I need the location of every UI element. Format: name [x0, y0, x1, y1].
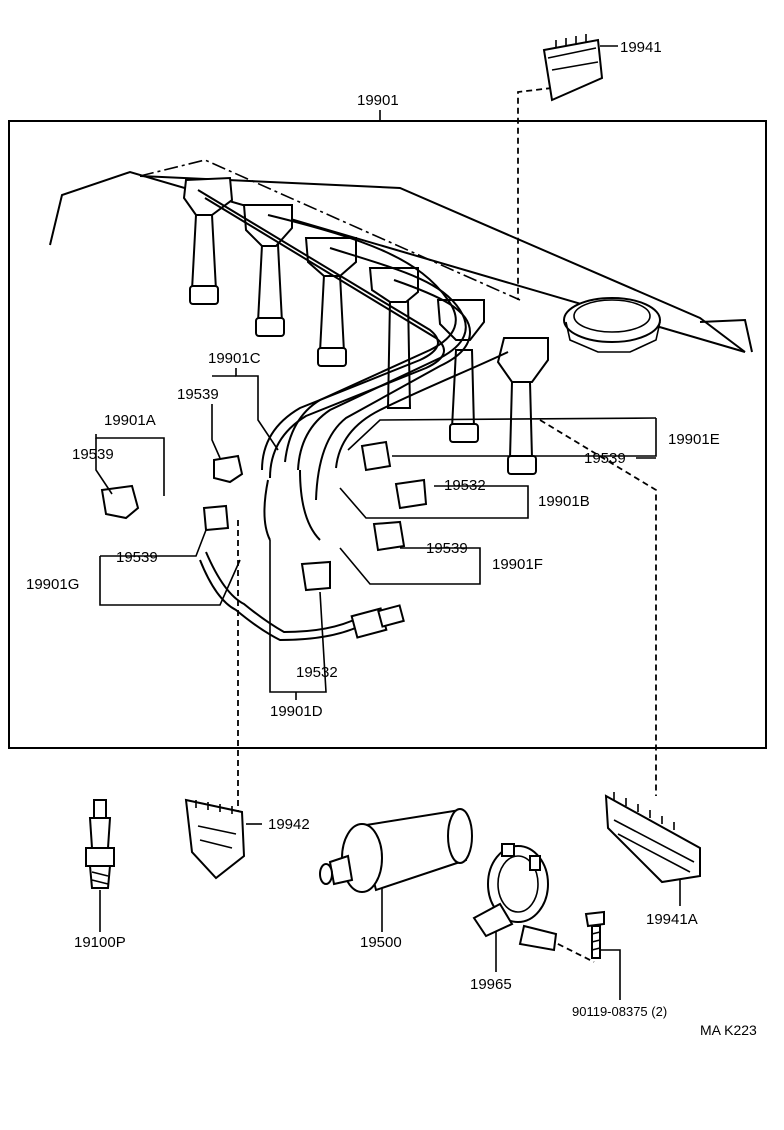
- ignition-wire-harness: [197, 189, 509, 541]
- clip-19941A: [604, 792, 701, 884]
- label-19539-e: 19539: [584, 450, 626, 467]
- bolt-90119: [584, 910, 605, 959]
- clamp-parts: [100, 440, 428, 592]
- label-19941: 19941: [620, 39, 662, 56]
- label-19539-c: 19539: [177, 386, 219, 403]
- ignition-coil-19500: [319, 808, 473, 893]
- oil-filler-cap: [563, 297, 661, 353]
- leader-lines: [95, 45, 681, 1000]
- label-19539-a: 19539: [72, 446, 114, 463]
- label-19901E: 19901E: [668, 431, 720, 448]
- label-19901G: 19901G: [26, 576, 79, 593]
- label-19901A: 19901A: [104, 412, 156, 429]
- clip-19941: [542, 34, 604, 102]
- label-19965: 19965: [470, 976, 512, 993]
- label-90119: 90119-08375 (2): [572, 1004, 667, 1019]
- label-19100P: 19100P: [74, 934, 126, 951]
- spark-plug-19100P: [85, 799, 115, 889]
- engine-head-outline: [49, 159, 753, 353]
- label-19901F: 19901F: [492, 556, 543, 573]
- label-19901B: 19901B: [538, 493, 590, 510]
- label-19901D: 19901D: [270, 703, 323, 720]
- spark-plug-boots: [182, 176, 549, 475]
- label-19901C: 19901C: [208, 350, 261, 367]
- assembly-frame: [8, 120, 767, 749]
- coil-wire: [199, 551, 405, 642]
- coil-bracket-19965: [472, 843, 558, 952]
- label-19532-d: 19532: [296, 664, 338, 681]
- label-19532-b: 19532: [444, 477, 486, 494]
- label-19539-f: 19539: [426, 540, 468, 557]
- label-19941A: 19941A: [646, 911, 698, 928]
- label-19942: 19942: [268, 816, 310, 833]
- diagram-code: MA K223: [700, 1022, 757, 1038]
- label-19500: 19500: [360, 934, 402, 951]
- label-19539-g: 19539: [116, 549, 158, 566]
- label-19901: 19901: [357, 92, 399, 109]
- clip-19942: [184, 798, 246, 880]
